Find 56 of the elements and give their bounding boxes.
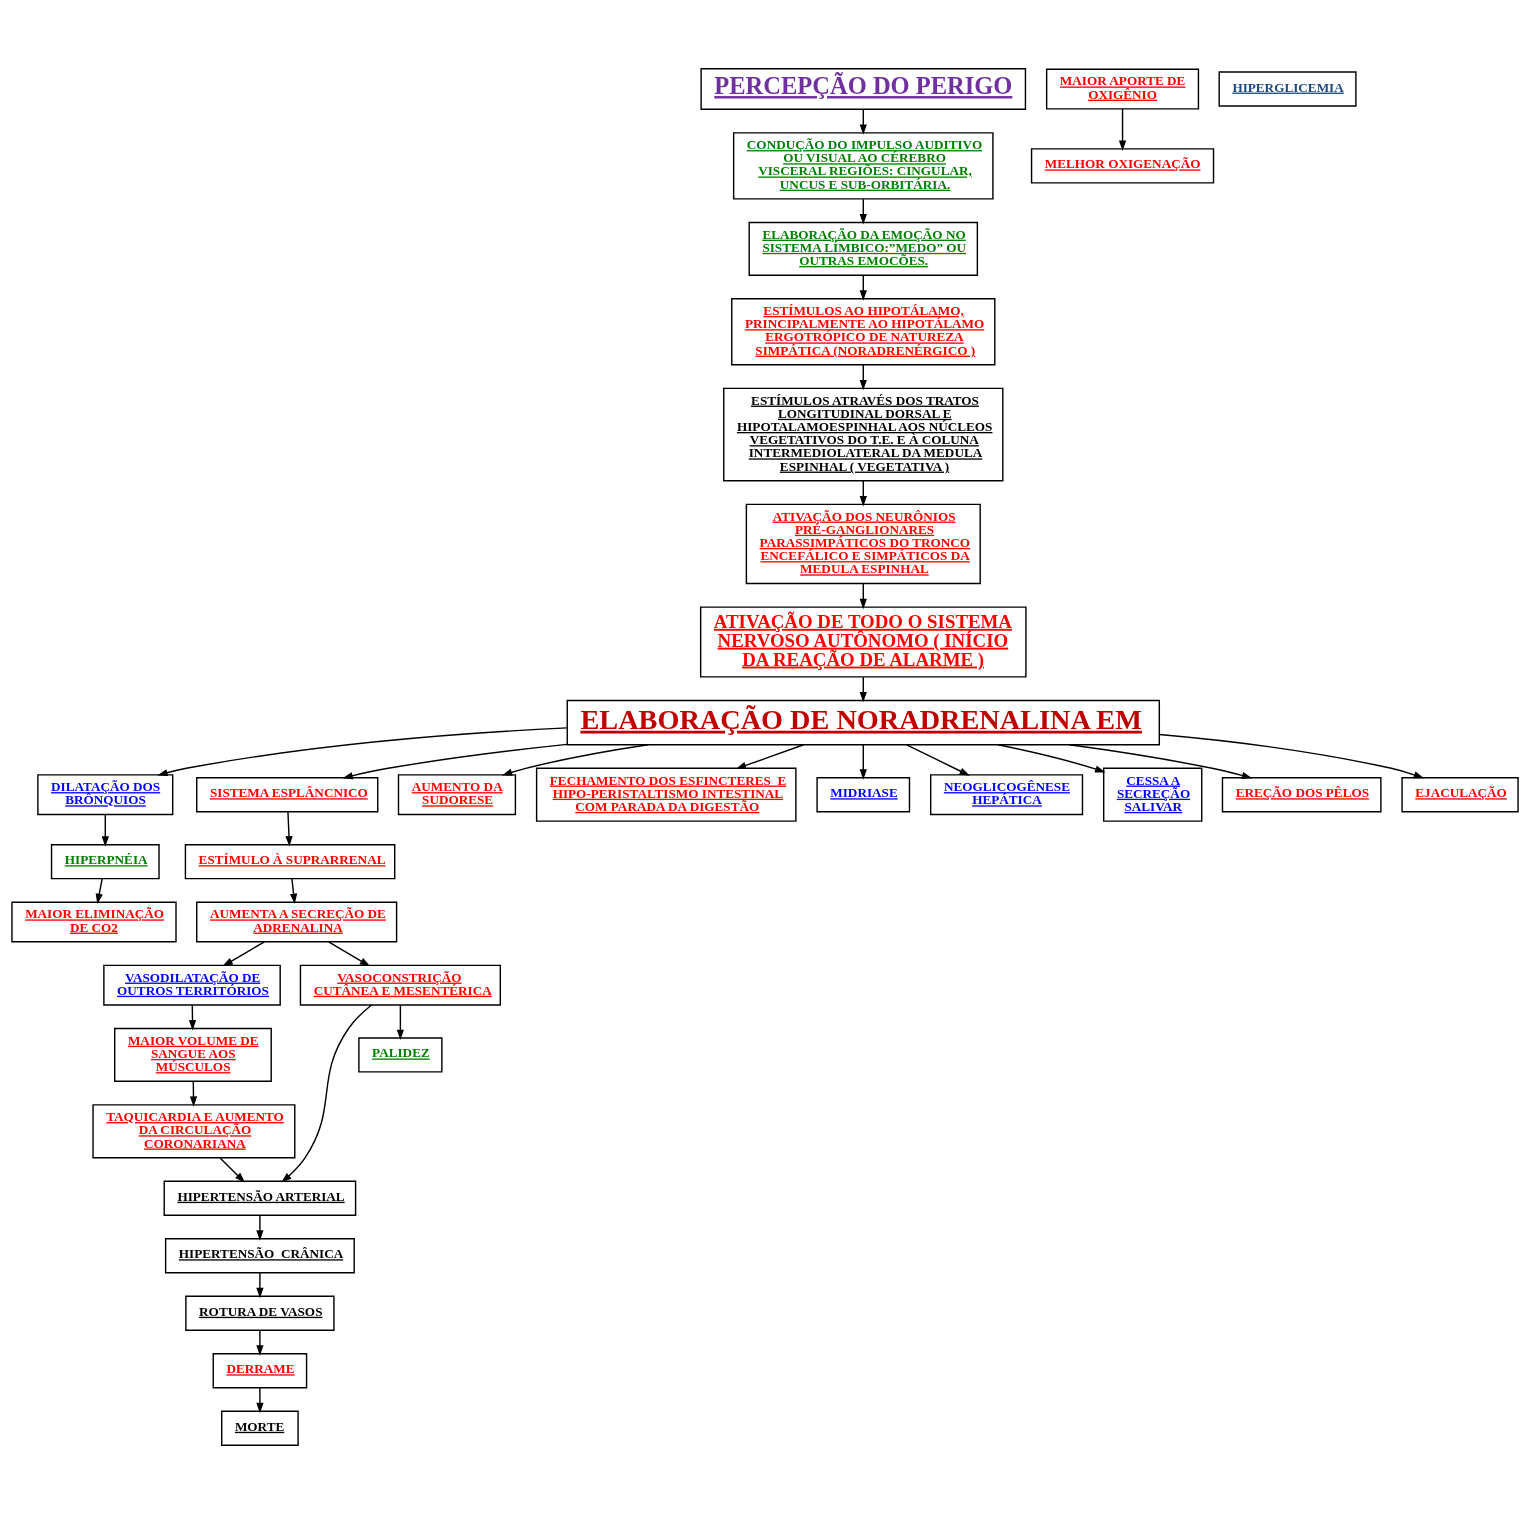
node-box: FECHAMENTO DOS ESFINCTERES E HIPO-PERISTALTISMO INTESTINAL COM PARADA DA DIGESTÃO xyxy=(535,767,797,822)
node-box: HIPERTENSÃO ARTERIAL xyxy=(163,1180,357,1216)
node-box: ESTÍMULOS ATRAVÉS DOS TRATOS LONGITUDINAL DORSAL E HIPOTALAMOESPINHAL AOS NÚCLEOS VEGETATIVOS DO T.E. E À COLUNA INTERMEDIOLATERAL DA MEDULA ESPINHAL ( VEGETATIVA ) xyxy=(723,387,1004,481)
node-box: AUMENTO DA SUDORESE xyxy=(397,773,517,815)
node-box: DERRAME xyxy=(212,1352,308,1388)
node-box: MELHOR OXIGENAÇÃO xyxy=(1030,147,1215,184)
arrow xyxy=(281,1003,373,1183)
node-box: CESSA A SECREÇÃO SALIVAR xyxy=(1103,767,1203,822)
arrow xyxy=(997,743,1106,772)
arrow xyxy=(1068,743,1253,779)
arrow xyxy=(905,743,970,776)
arrow xyxy=(501,743,649,776)
node-box: AUMENTA A SECREÇÃO DE ADRENALINA xyxy=(196,901,398,942)
node-box: TAQUICARDIA E AUMENTO DA CIRCULAÇÃO CORONARIANA xyxy=(92,1103,296,1158)
arrow xyxy=(95,877,103,904)
node-box: EJACULAÇÃO xyxy=(1401,776,1519,812)
node-box: DILATAÇÃO DOS BRÔNQUIOS xyxy=(37,773,174,815)
arrow xyxy=(290,877,298,904)
node-box: MORTE xyxy=(221,1410,299,1446)
arrow xyxy=(256,1329,264,1356)
arrow xyxy=(256,1214,264,1241)
node-box: ESTÍMULO À SUPRARRENAL xyxy=(184,843,396,879)
arrow xyxy=(101,813,109,847)
arrow xyxy=(1118,107,1127,151)
arrow xyxy=(256,1271,264,1298)
arrow xyxy=(327,940,371,966)
node-box: MAIOR VOLUME DE SANGUE AOS MÚSCULOS xyxy=(114,1027,272,1082)
node-box: ATIVAÇÃO DOS NEURÔNIOS PRÉ-GANGLIONARES PARASSIMPÁTICOS DO TRONCO ENCEFÁLICO E SIMPÁTICOS DA MEDULA ESPINHAL xyxy=(745,503,981,584)
node-box: MIDRIASE xyxy=(816,776,911,812)
node-box: CONDUÇÃO DO IMPULSO AUDITIVO OU VISUAL AO CÉREBRO VISCERAL REGIÕES: CINGULAR, UNCUS E SUB-ORBITÁRIA. xyxy=(732,131,994,200)
node-box: PALIDEZ xyxy=(358,1036,443,1073)
node-box: MAIOR ELIMINAÇÃO DE CO2 xyxy=(11,901,177,942)
node-box: NEOGLICOGÊNESE HEPÁTICA xyxy=(930,773,1084,815)
node-box: ESTÍMULOS AO HIPOTÁLAMO, PRINCIPALMENTE AO HIPOTÁLAMO ERGOTRÓPICO DE NATUREZA SIMPÁTICA (NORADRENÉRGICO ) xyxy=(731,297,996,365)
arrow xyxy=(859,743,867,780)
node-box: ROTURA DE VASOS xyxy=(185,1295,335,1331)
node-box: HIPERTENSÃO CRÂNICA xyxy=(164,1237,355,1273)
node-box: ELABORAÇÃO DE NORADRENALINA EM xyxy=(566,699,1161,745)
arrow xyxy=(396,1003,404,1040)
node-box: ATIVAÇÃO DE TODO O SISTEMA NERVOSO AUTÔNOMO ( INÍCIO DA REAÇÃO DE ALARME ) xyxy=(699,605,1027,678)
arrow xyxy=(256,1386,264,1413)
arrow xyxy=(222,940,266,966)
node-box: PERCEPÇÃO DO PERIGO xyxy=(700,67,1027,110)
arrow xyxy=(342,743,568,779)
arrow xyxy=(1158,733,1425,778)
node-box: HIPERPNÉIA xyxy=(50,843,160,879)
node-box: EREÇÃO DOS PÊLOS xyxy=(1221,776,1382,812)
node-box: VASOCONSTRIÇÃO CUTÂNEA E MESENTÉRICA xyxy=(299,964,501,1006)
node-box: VASODILATAÇÃO DE OUTROS TERRITÓRIOS xyxy=(103,964,281,1006)
node-box: MAIOR APORTE DE OXIGÊNIO xyxy=(1045,68,1200,110)
node-box: ELABORAÇÃO DA EMOÇÃO NO SISTEMA LÍMBICO:”MEDO” OU OUTRAS EMOCÕES. xyxy=(748,221,979,276)
arrow xyxy=(157,726,568,776)
arrow xyxy=(285,810,293,846)
node-box: HIPERGLICEMIA xyxy=(1218,70,1357,107)
node-box: SISTEMA ESPLÂNCNICO xyxy=(196,776,379,812)
arrow xyxy=(219,1156,245,1183)
